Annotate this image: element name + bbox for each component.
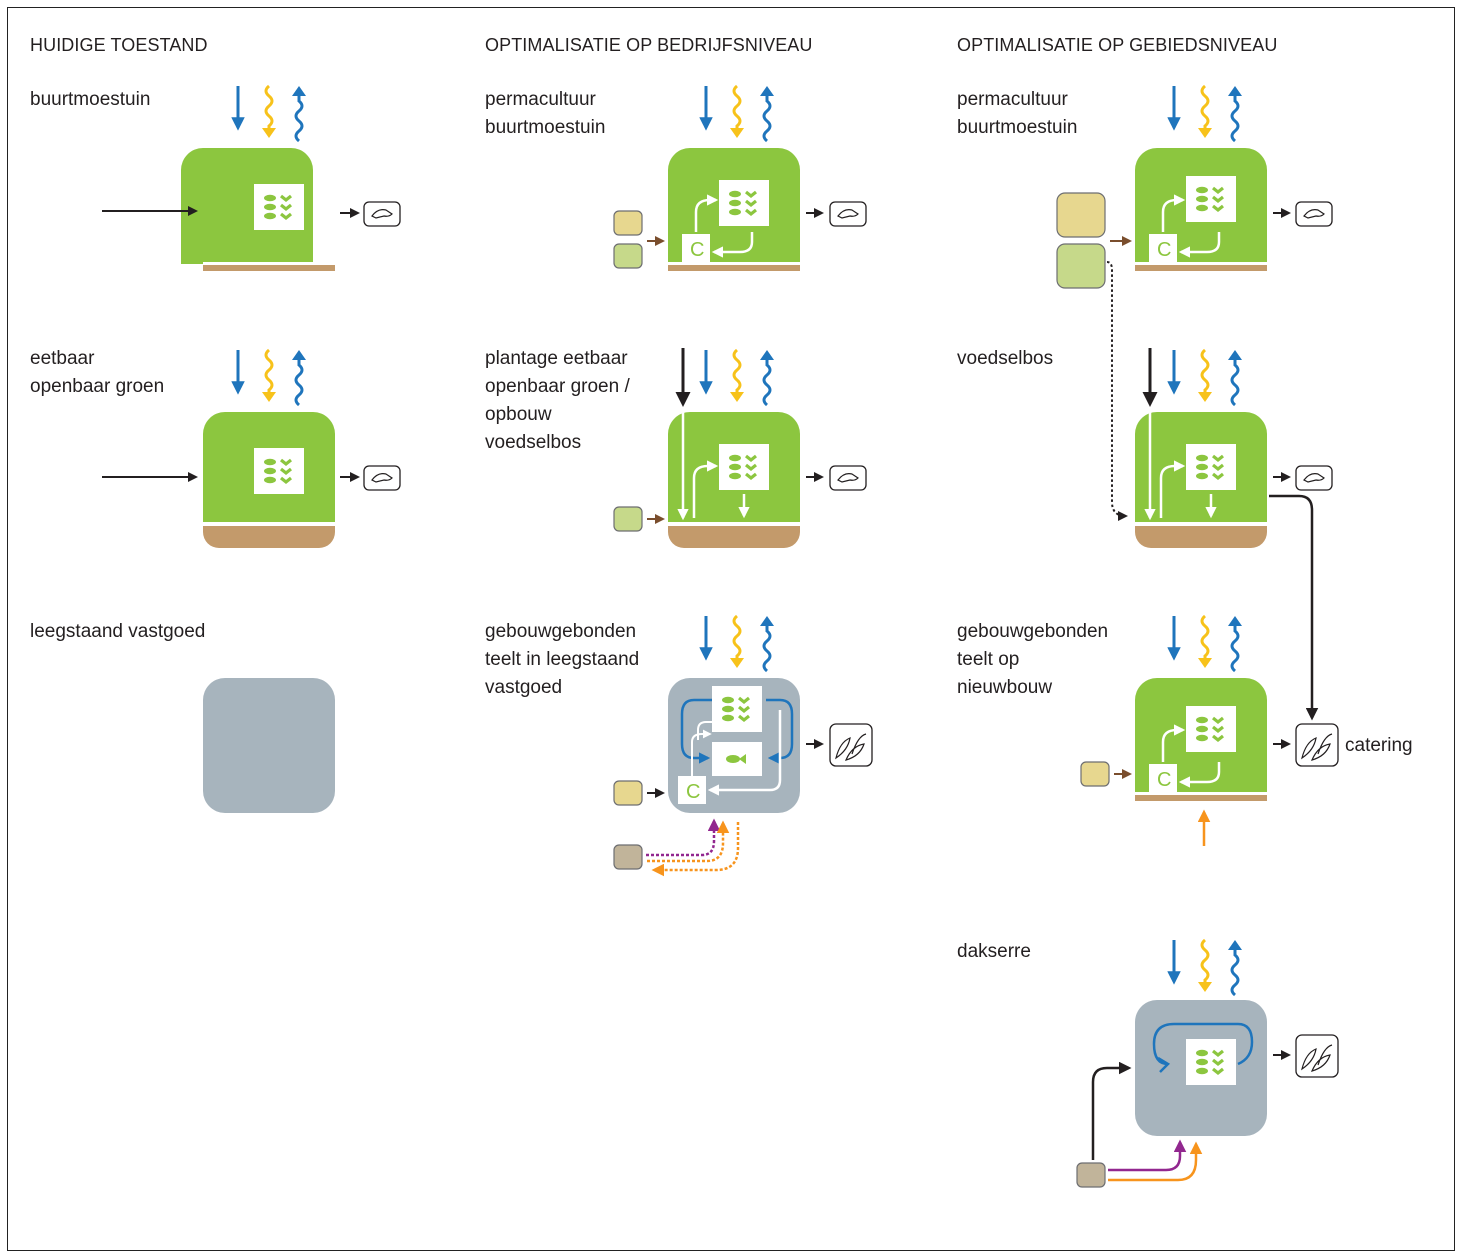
hand-icon bbox=[1295, 465, 1333, 491]
label-voedselbos: voedselbos bbox=[957, 348, 1054, 369]
input-box-tan bbox=[1056, 192, 1106, 238]
hand-icon bbox=[363, 201, 401, 227]
label-eetbaar-openbaar-groen: eetbaar openbaar groen bbox=[30, 348, 165, 397]
block-eetbaar-groen bbox=[203, 412, 335, 548]
column-header-current: HUIDIGE TOESTAND bbox=[30, 35, 208, 55]
flow-to-catering-arrow bbox=[1269, 494, 1319, 721]
produce-icon bbox=[1295, 1034, 1339, 1078]
hand-icon bbox=[829, 465, 867, 491]
block-dakserre bbox=[1135, 1000, 1267, 1136]
hand-icon bbox=[1295, 201, 1333, 227]
label-buurtmoestuin: buurtmoestuin bbox=[30, 89, 151, 110]
label-catering: catering bbox=[1345, 735, 1413, 756]
input-box-green bbox=[613, 506, 643, 532]
dotted-flow-arrow bbox=[1106, 261, 1128, 521]
block-leegstaand-vastgoed bbox=[203, 678, 335, 813]
input-box-tan bbox=[613, 780, 643, 806]
input-box-green bbox=[613, 243, 643, 269]
block-gebouwgebonden-leegstaand bbox=[668, 678, 800, 813]
block-gebouwgebonden-nieuwbouw bbox=[1135, 678, 1267, 801]
label-gebouwgebonden-leegstaand: gebouwgebonden teelt in leegstaand vastg… bbox=[485, 621, 640, 698]
hand-icon bbox=[363, 465, 401, 491]
block-permacultuur-area bbox=[1135, 148, 1267, 271]
label-gebouwgebonden-nieuwbouw: gebouwgebonden teelt op nieuwbouw bbox=[957, 621, 1109, 698]
label-permacultuur-buurtmoestuin-area: permacultuur buurtmoestuin bbox=[957, 89, 1078, 138]
hand-icon bbox=[829, 201, 867, 227]
produce-icon bbox=[1295, 723, 1339, 767]
block-permacultuur bbox=[668, 148, 800, 271]
produce-icon bbox=[829, 723, 873, 767]
block-buurtmoestuin bbox=[181, 148, 335, 271]
label-dakserre: dakserre bbox=[957, 941, 1031, 962]
input-box-tan bbox=[1080, 761, 1110, 787]
sun-water-inputs bbox=[238, 86, 306, 141]
block-plantage bbox=[668, 412, 800, 548]
input-box-grey bbox=[613, 844, 643, 870]
column-header-farm-level: OPTIMALISATIE OP BEDRIJFSNIVEAU bbox=[485, 35, 813, 55]
input-box-grey bbox=[1076, 1162, 1106, 1188]
block-voedselbos bbox=[1135, 412, 1267, 548]
input-box-tan bbox=[613, 210, 643, 236]
input-box-green bbox=[1056, 243, 1106, 289]
label-permacultuur-buurtmoestuin: permacultuur buurtmoestuin bbox=[485, 89, 606, 138]
label-plantage-voedselbos: plantage eetbaar openbaar groen / opbouw… bbox=[485, 348, 630, 453]
column-header-area-level: OPTIMALISATIE OP GEBIEDSNIVEAU bbox=[957, 35, 1278, 55]
label-leegstaand-vastgoed: leegstaand vastgoed bbox=[30, 621, 206, 642]
